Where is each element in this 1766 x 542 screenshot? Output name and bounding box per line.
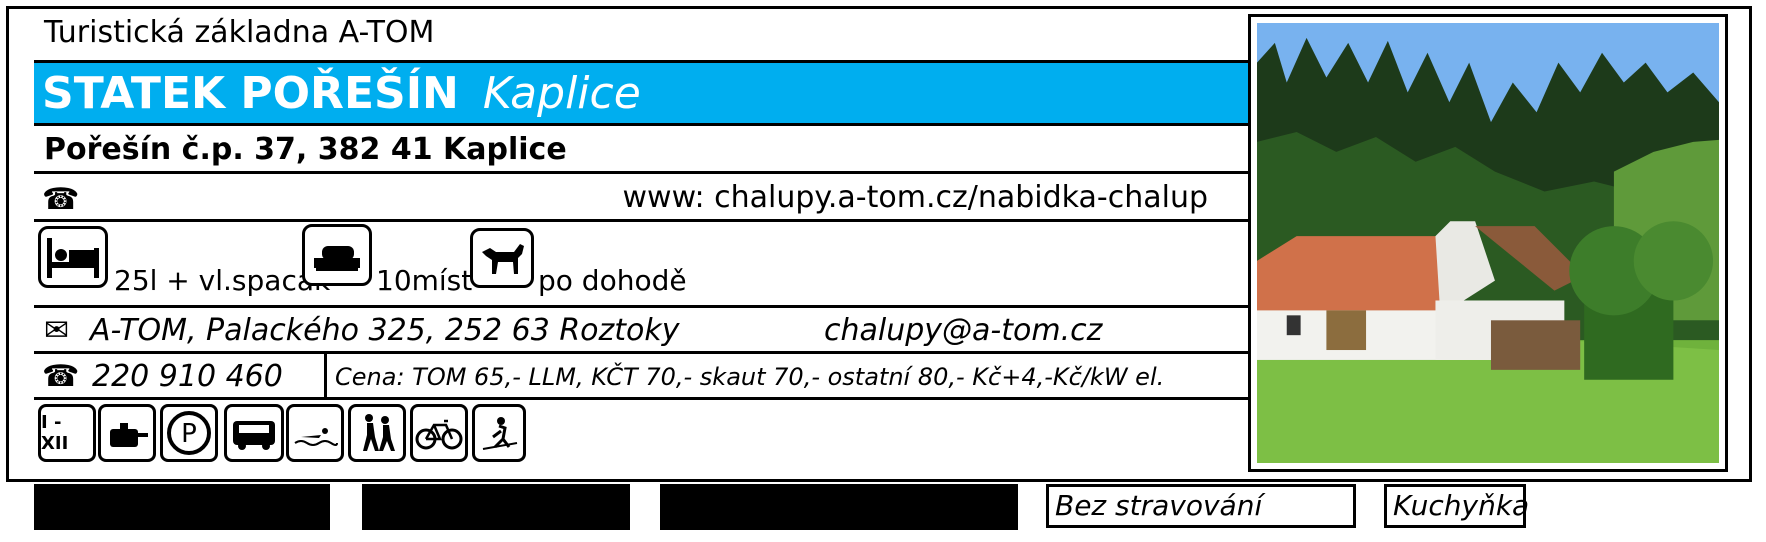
website-link[interactable]: www: chalupy.a-tom.cz/nabidka-chalup (622, 180, 1209, 215)
dog-icon (470, 228, 534, 288)
envelope-icon: ✉ (44, 313, 70, 348)
telephone-icon: ☎ (42, 182, 80, 217)
beds-label: 25l + vl.spacák (114, 264, 331, 297)
swimming-icon (286, 404, 344, 462)
facility-town: Kaplice (482, 68, 641, 119)
parking-icon: P (160, 404, 218, 462)
title-band: STATEK POŘEŠÍN Kaplice (34, 60, 1248, 126)
sleeping-bag-icon (302, 224, 372, 286)
kitchen-tag: Kuchyňka (1384, 484, 1529, 528)
booking-phone[interactable]: 220 910 460 (92, 359, 283, 394)
dogs-label: po dohodě (538, 264, 687, 297)
svg-text:P: P (181, 419, 197, 449)
skiing-icon (472, 404, 526, 462)
postal-address: A-TOM, Palackého 325, 252 63 Roztoky (90, 313, 680, 348)
accommodation-card (6, 6, 1752, 482)
redacted-bar (660, 484, 1018, 530)
bicycle-icon (410, 404, 468, 462)
board-tag: Bez stravování (1046, 484, 1356, 528)
facility-address: Pořešín č.p. 37, 382 41 Kaplice (34, 126, 1248, 174)
contact-row: ☎ www: chalupy.a-tom.cz/nabidka-chalup (34, 174, 1248, 222)
price-info: Cena: TOM 65,- LLM, KČT 70,- skaut 70,- … (324, 354, 1164, 400)
season-icon: I - XII (38, 404, 96, 462)
booking-row: ☎ 220 910 460 Cena: TOM 65,- LLM, KČT 70… (34, 354, 1248, 400)
redacted-bar (34, 484, 330, 530)
sleeping-label: 10míst (376, 264, 473, 297)
amenities-row: I - XII P (34, 402, 1248, 466)
capacity-row: 25l + vl.spacák 10míst po dohodě (34, 222, 1248, 308)
facility-name: STATEK POŘEŠÍN (42, 68, 459, 119)
bed-icon (38, 226, 108, 288)
redacted-bar (362, 484, 630, 530)
bus-icon (224, 404, 284, 462)
cooking-pot-icon (98, 404, 156, 462)
hiking-icon (348, 404, 406, 462)
email-link[interactable]: chalupy@a-tom.cz (824, 313, 1103, 348)
telephone-icon: ☎ (42, 359, 80, 394)
postal-row: ✉ A-TOM, Palackého 325, 252 63 Roztoky c… (34, 308, 1248, 354)
base-type: Turistická základna A-TOM (44, 15, 435, 50)
cottage-photo (1248, 14, 1728, 472)
